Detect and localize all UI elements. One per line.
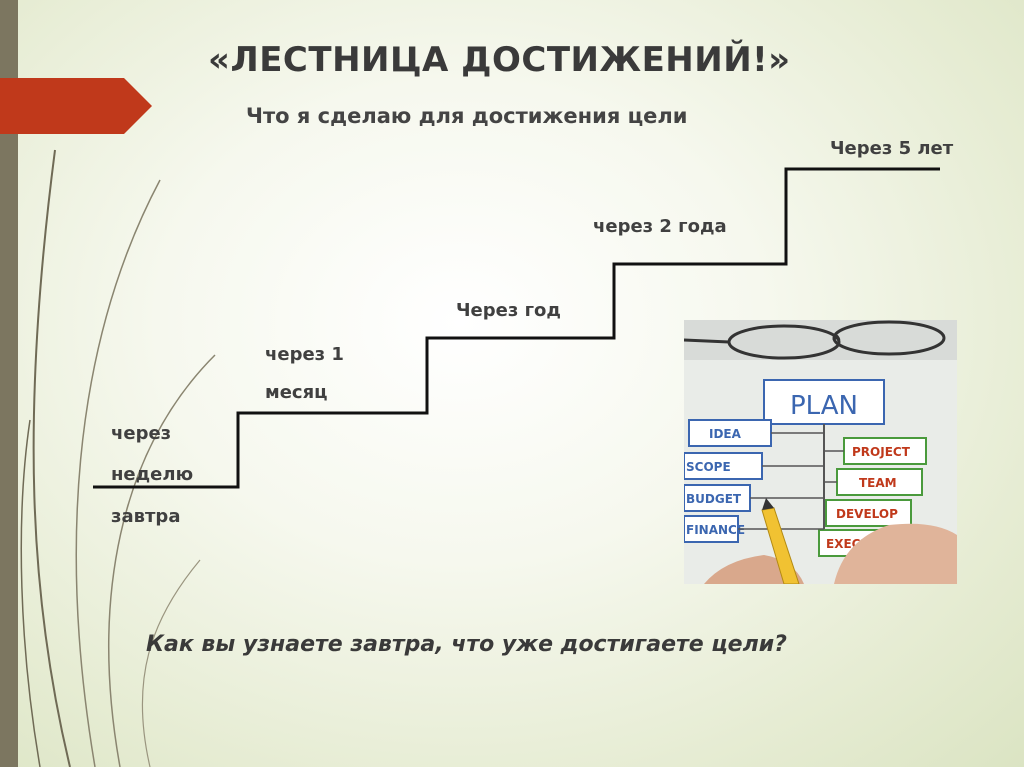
step-2-label-line2: месяц [265, 382, 328, 403]
step-1-label-line3: завтра [111, 506, 181, 527]
slide-subtitle: Что я сделаю для достижения цели [246, 104, 688, 128]
step-4-label: через 2 года [593, 216, 727, 237]
plan-right-box-1: PROJECT [852, 445, 911, 459]
plan-left-box-1: IDEA [709, 427, 742, 441]
grass-decoration [20, 149, 216, 767]
hand-shape [834, 523, 957, 584]
plan-photo: PLAN IDEA SCOPE BUDGET FINANCE PROJECT T… [684, 320, 957, 584]
step-1-label-line1: через [111, 423, 172, 444]
glasses-icon [684, 320, 946, 360]
plan-right-box-3: DEVELOP [836, 507, 898, 521]
step-1-label-line2: неделю [111, 464, 194, 485]
pencil-icon [761, 507, 800, 584]
step-3-label: Через год [456, 300, 561, 321]
left-decor-bar [0, 0, 18, 767]
step-5-label: Через 5 лет [830, 138, 954, 159]
step-2-label-line1: через 1 [265, 344, 344, 365]
staircase-line [93, 167, 940, 489]
plan-header-text: PLAN [790, 391, 858, 421]
title-arrow-tab [0, 78, 152, 134]
plan-right-box-2: TEAM [859, 476, 897, 490]
plan-left-box-2: SCOPE [686, 460, 731, 474]
closing-question: Как вы узнаете завтра, что уже достигает… [146, 632, 787, 657]
plan-left-box-3: BUDGET [686, 492, 742, 506]
slide-title: «ЛЕСТНИЦА ДОСТИЖЕНИЙ!» [208, 40, 791, 80]
plan-left-box-4: FINANCE [686, 523, 745, 537]
